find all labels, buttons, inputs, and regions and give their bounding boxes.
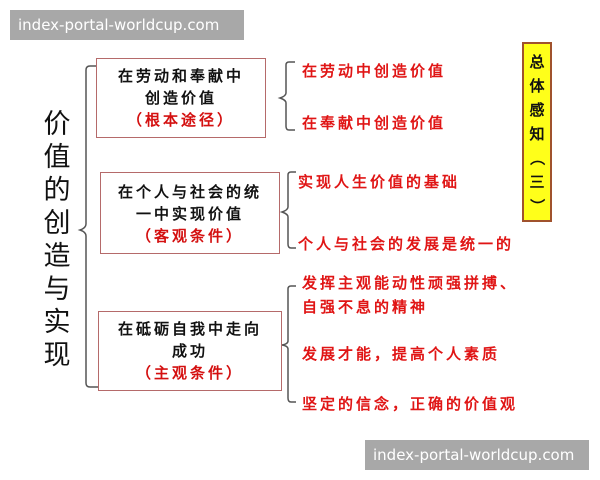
node-tag: （主观条件） [135,364,244,382]
summary-box: 总 体 感 知 （ 三 ） [522,42,552,222]
watermark-top: index-portal-worldcup.com [10,10,244,40]
node-subjective-condition: 在砥砺自我中走向 成功 （主观条件） [98,311,282,391]
main-title-char: 现 [43,340,71,371]
node-line: 一中实现价值 [135,205,244,223]
leaf-line: 发挥主观能动性顽强拼搏、 [302,274,519,292]
node-line: 成功 [171,342,208,360]
watermark-bottom: index-portal-worldcup.com [365,440,589,470]
leaf-item: 在劳动中创造价值 [302,62,447,80]
leaf-item: 实现人生价值的基础 [298,173,461,191]
main-title-char: 实 [43,307,71,338]
leaf-item: 坚定的信念，正确的价值观 [302,395,519,413]
summary-char: ） [528,198,546,214]
main-title-char: 的 [43,175,71,206]
node-tag: （根本途径） [126,111,235,129]
summary-char: 总 [529,53,545,71]
node-tag: （客观条件） [135,227,244,245]
main-title-char: 值 [43,142,71,173]
node-line: 在个人与社会的统 [117,183,262,201]
summary-char: 三 [529,173,545,191]
leaf-item: 发展才能，提高个人素质 [302,345,501,363]
leaf-item: 个人与社会的发展是统一的 [298,235,515,253]
summary-char: 体 [529,77,545,95]
main-title-char: 造 [43,241,71,272]
main-title-char: 与 [43,274,71,305]
summary-char: 感 [529,101,545,119]
main-title-char: 创 [43,208,71,239]
summary-char: 知 [529,125,545,143]
node-objective-condition: 在个人与社会的统 一中实现价值 （客观条件） [100,172,280,254]
main-title-char: 价 [43,109,71,140]
node-line: 在砥砺自我中走向 [117,320,262,338]
leaf-line: 自强不息的精神 [302,298,429,316]
node-line: 在劳动和奉献中 [117,67,244,85]
node-line: 创造价值 [144,89,217,107]
leaf-item-multiline: 发挥主观能动性顽强拼搏、 自强不息的精神 [302,271,518,319]
main-title: 价 值 的 创 造 与 实 现 [40,108,74,372]
leaf-item: 在奉献中创造价值 [302,114,447,132]
summary-char: （ [528,150,546,166]
node-fundamental-path: 在劳动和奉献中 创造价值 （根本途径） [96,58,266,138]
